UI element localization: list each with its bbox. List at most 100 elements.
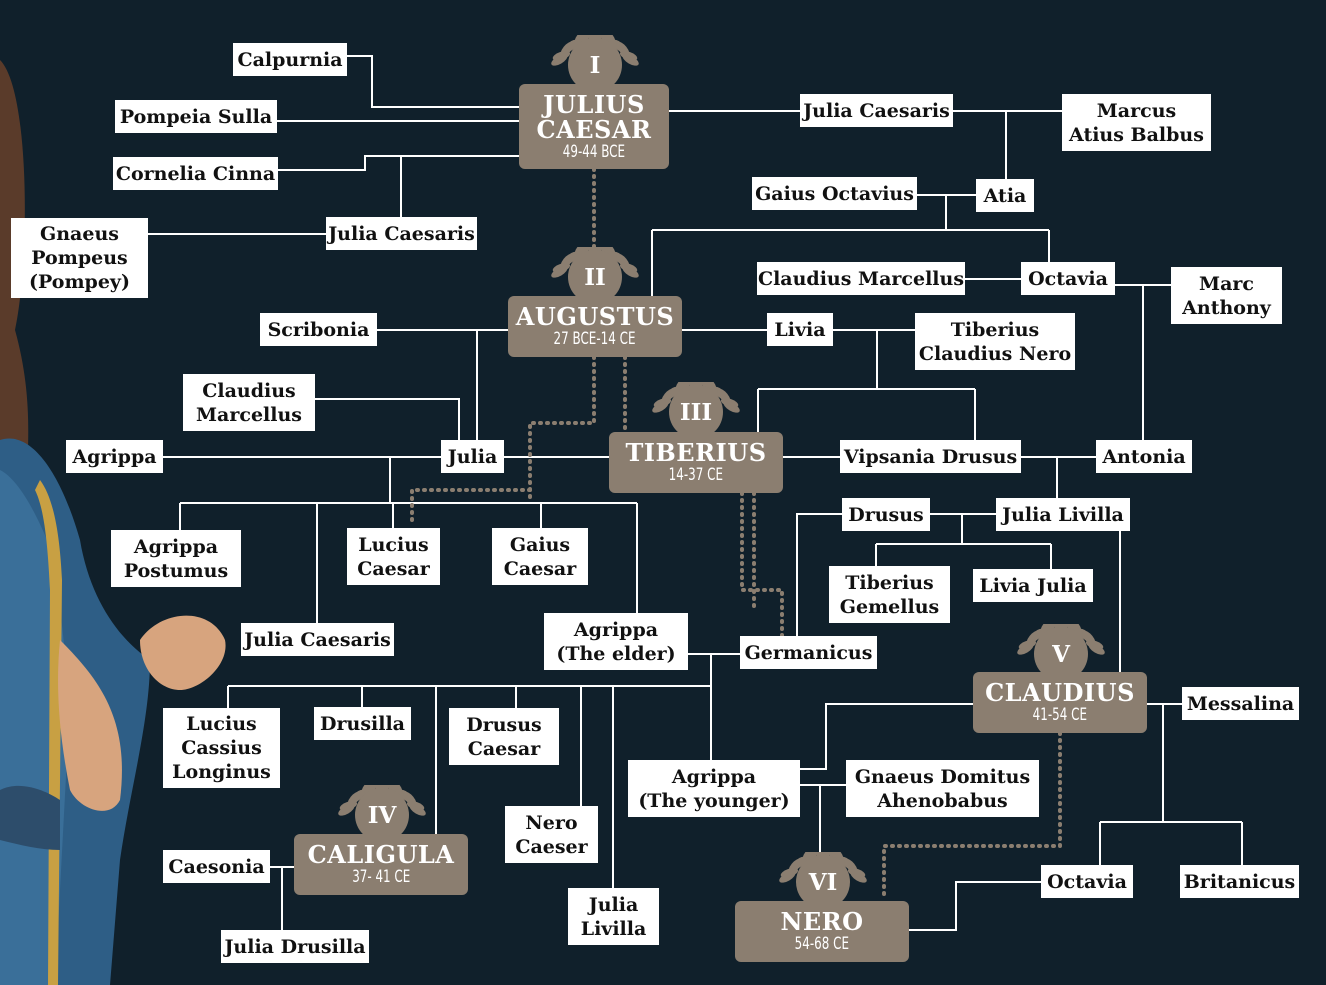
person-box-octavia-2: Octavia bbox=[1041, 865, 1133, 898]
emperor-name: CALIGULA bbox=[307, 840, 455, 869]
person-name-line: Atius Balbus bbox=[1069, 123, 1204, 146]
person-name-line: Messalina bbox=[1186, 692, 1295, 715]
person-box-calpurnia: Calpurnia bbox=[233, 43, 347, 76]
person-name-line: Britanicus bbox=[1183, 870, 1296, 893]
person-name-line: Caesar bbox=[357, 557, 430, 580]
emperor-name: AUGUSTUS bbox=[515, 302, 675, 331]
person-name-line: Octavia bbox=[1047, 870, 1127, 893]
relation-line bbox=[347, 55, 519, 108]
person-name-line: Longinus bbox=[172, 761, 271, 783]
person-name-line: Drusus bbox=[848, 503, 924, 526]
person-name-line: Claudius Nero bbox=[918, 342, 1072, 365]
person-box-atia: Atia bbox=[976, 179, 1034, 212]
relation-line bbox=[909, 881, 1041, 931]
person-name-line: Caesonia bbox=[168, 855, 265, 878]
person-name-line: Nero bbox=[525, 811, 578, 834]
person-name-line: Marcellus bbox=[196, 403, 302, 426]
person-box-messalina: Messalina bbox=[1182, 687, 1299, 720]
relation-line bbox=[278, 155, 519, 171]
person-name-line: Scribonia bbox=[267, 318, 370, 341]
person-name-line: (The younger) bbox=[638, 789, 790, 812]
person-name-line: Livilla bbox=[580, 917, 647, 940]
person-name-line: Lucius bbox=[186, 713, 257, 735]
person-name-line: Marcus bbox=[1096, 99, 1177, 122]
person-name-line: Julia bbox=[447, 445, 498, 468]
person-box-claudius-marcellus-1: Claudius Marcellus bbox=[757, 262, 965, 295]
person-name-line: Livia Julia bbox=[979, 574, 1087, 597]
person-name-line: Julia Caesaris bbox=[244, 628, 391, 651]
person-name-line: Julia Caesaris bbox=[803, 99, 950, 122]
person-name-line: Agrippa bbox=[573, 618, 659, 641]
emperor-numeral-badge: IV bbox=[355, 788, 409, 842]
person-name-line: (Pompey) bbox=[29, 271, 130, 293]
person-name-line: Agrippa bbox=[671, 765, 757, 788]
person-name-line: Julia Caesaris bbox=[328, 222, 475, 245]
person-name-line: Vipsania Drusus bbox=[843, 445, 1018, 468]
lineage-dotted-line bbox=[410, 488, 532, 522]
emperor-reign-dates: 37- 41 CE bbox=[351, 867, 411, 887]
person-name-line: Claudius bbox=[202, 379, 296, 402]
emperor-name: CAESAR bbox=[536, 114, 652, 144]
emperor-numeral-badge: I bbox=[568, 38, 622, 92]
person-box-drusus: Drusus bbox=[842, 498, 930, 531]
person-name-line: Livia bbox=[774, 318, 826, 341]
person-name-line: Agrippa bbox=[133, 535, 219, 558]
emperor-reign-dates: 27 BCE-14 CE bbox=[554, 329, 636, 349]
emperor-reign-dates: 41-54 CE bbox=[1032, 705, 1088, 725]
person-name-line: Octavia bbox=[1028, 267, 1108, 290]
person-box-julia-livilla-1: Julia Livilla bbox=[996, 498, 1130, 531]
person-name-line: Anthony bbox=[1182, 296, 1271, 319]
person-box-cornelia-cinna: Cornelia Cinna bbox=[113, 157, 278, 190]
person-name-line: Drusilla bbox=[320, 712, 405, 735]
emperor-reign-dates: 54-68 CE bbox=[794, 934, 850, 954]
person-name-line: Tiberius bbox=[950, 318, 1040, 341]
person-name-line: Julia Drusilla bbox=[224, 935, 366, 958]
person-name-line: Julia Livilla bbox=[1002, 503, 1124, 526]
person-name-line: Caesar bbox=[467, 737, 541, 760]
person-name-line: Marc bbox=[1199, 272, 1254, 295]
relation-line bbox=[800, 703, 973, 770]
lineage-dotted-line bbox=[740, 491, 784, 638]
person-name-line: Caeser bbox=[515, 835, 588, 858]
emperor-name: JULIUS bbox=[543, 89, 645, 119]
relation-line bbox=[315, 398, 460, 440]
person-box-agrippa-elder: Agrippa(The elder) bbox=[544, 613, 688, 670]
person-name-line: Calpurnia bbox=[237, 48, 343, 71]
relation-line bbox=[796, 513, 842, 636]
person-box-octavia-1: Octavia bbox=[1021, 262, 1115, 295]
person-name-line: (The elder) bbox=[556, 642, 676, 665]
laurel-wreath-icon bbox=[551, 247, 639, 278]
person-name-line: Gemellus bbox=[839, 595, 940, 618]
lineage-dotted-line bbox=[882, 731, 1062, 897]
person-name-line: Ahenobabus bbox=[877, 789, 1008, 812]
person-name-line: Postumus bbox=[123, 559, 229, 582]
person-box-livia-julia: Livia Julia bbox=[973, 569, 1093, 602]
person-box-antonia: Antonia bbox=[1096, 440, 1192, 473]
emperor-name: TIBERIUS bbox=[625, 438, 767, 467]
emperor-numeral-badge: II bbox=[568, 250, 622, 304]
emperor-reign-dates: 49-44 BCE bbox=[562, 141, 626, 162]
person-box-julia-caesaris-1: Julia Caesaris bbox=[326, 217, 477, 250]
person-box-germanicus: Germanicus bbox=[740, 636, 877, 669]
person-name-line: Gnaeus bbox=[40, 223, 119, 245]
person-box-caesonia: Caesonia bbox=[163, 850, 270, 883]
person-name-line: Gaius Octavius bbox=[755, 182, 914, 205]
person-box-vipsania-drusus: Vipsania Drusus bbox=[840, 440, 1021, 473]
person-box-julia-caesaris-3: Julia Caesaris bbox=[241, 623, 394, 656]
person-name-line: Claudius Marcellus bbox=[757, 267, 965, 290]
person-name-line: Gaius bbox=[509, 533, 571, 556]
person-name-line: Atia bbox=[983, 184, 1027, 207]
person-box-julia-caesaris-2: Julia Caesaris bbox=[800, 94, 953, 127]
